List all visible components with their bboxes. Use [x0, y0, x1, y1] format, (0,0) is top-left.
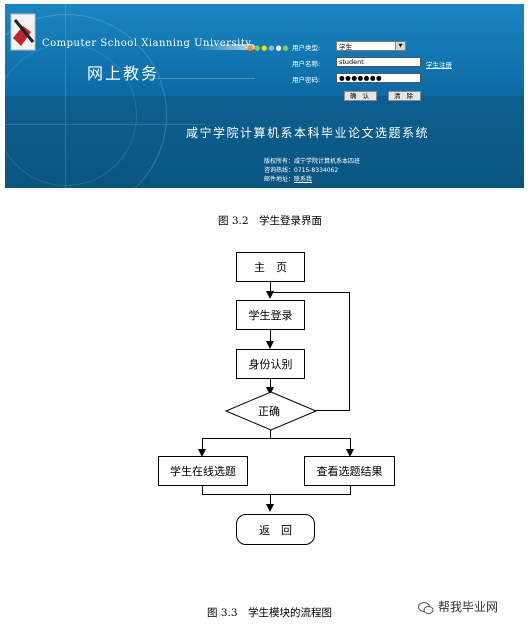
arrow-down-icon [266, 387, 274, 395]
login-banner: Computer School Xianning University ●●●●… [5, 4, 524, 188]
username-input[interactable]: student [336, 57, 421, 67]
email-label: 邮件地址： [264, 176, 295, 183]
connector-line [350, 438, 351, 450]
connector-line [270, 282, 271, 292]
user-type-select[interactable]: 学生 ▼ [336, 41, 406, 51]
clear-button[interactable]: 清 除 [388, 91, 421, 101]
decorative-dots: ●●●●●● [247, 44, 290, 52]
confirm-button[interactable]: 确 认 [344, 91, 377, 101]
flow-authentication-box: 身份认别 [236, 349, 305, 379]
email-row: 邮件地址：联系我 [264, 174, 312, 183]
arrow-down-icon [266, 341, 274, 349]
flow-return-box: 返 回 [236, 514, 315, 545]
phone-text: 咨询热线：0715-8334062 [264, 167, 339, 174]
loop-line [270, 292, 350, 293]
connector-line [270, 494, 271, 505]
connector-line [202, 438, 203, 450]
connector-line [350, 486, 351, 495]
portal-title: 网上教务 [87, 64, 160, 83]
school-name: Computer School Xianning University [42, 38, 252, 49]
decorative-line [145, 78, 255, 79]
connector-line [270, 430, 271, 438]
loop-line [349, 292, 350, 411]
username-label: 用户名称: [292, 60, 321, 68]
decorative-swoosh [195, 44, 255, 50]
figure-caption-3-3: 图 3.3 学生模块的流程图 [207, 607, 333, 619]
register-link[interactable]: 学生注册 [426, 61, 452, 69]
merge-line [202, 494, 351, 495]
system-title: 咸宁学院计算机系本科毕业论文选题系统 [186, 126, 430, 140]
password-input[interactable]: ●●●●●●● [336, 73, 421, 83]
globe-inner-graphic [5, 44, 137, 186]
split-line [202, 438, 351, 439]
globe-meridian [65, 4, 66, 188]
connector-line [270, 330, 271, 342]
figure-caption-3-2: 图 3.2 学生登录界面 [218, 215, 323, 227]
watermark: 帮我毕业网 [418, 598, 498, 615]
arrow-down-icon [198, 449, 206, 457]
chevron-down-icon: ▼ [395, 42, 405, 50]
flow-student-login-box: 学生登录 [236, 300, 305, 330]
loop-line [316, 410, 350, 411]
email-link[interactable]: 联系我 [294, 176, 313, 183]
arrow-down-icon [266, 504, 274, 512]
flow-online-selection-box: 学生在线选题 [158, 456, 248, 486]
password-label: 用户密码: [292, 76, 321, 84]
user-type-label: 用户类型: [292, 44, 321, 52]
flow-decision-diamond [225, 391, 317, 431]
school-logo-icon [10, 13, 36, 51]
flow-view-results-box: 查看选题结果 [304, 456, 395, 486]
flow-home-box: 主 页 [236, 252, 305, 282]
connector-line [270, 379, 271, 390]
connector-line [202, 486, 203, 495]
arrow-down-icon [266, 291, 274, 299]
arrow-down-icon [346, 449, 354, 457]
flow-decision-label: 正确 [258, 405, 280, 418]
user-type-value: 学生 [339, 43, 352, 51]
wechat-icon [418, 601, 434, 614]
copyright-text: 版权所有：咸宁学院计算机系本四班 [264, 158, 361, 165]
globe-parallel [5, 124, 205, 125]
watermark-text: 帮我毕业网 [438, 600, 499, 614]
